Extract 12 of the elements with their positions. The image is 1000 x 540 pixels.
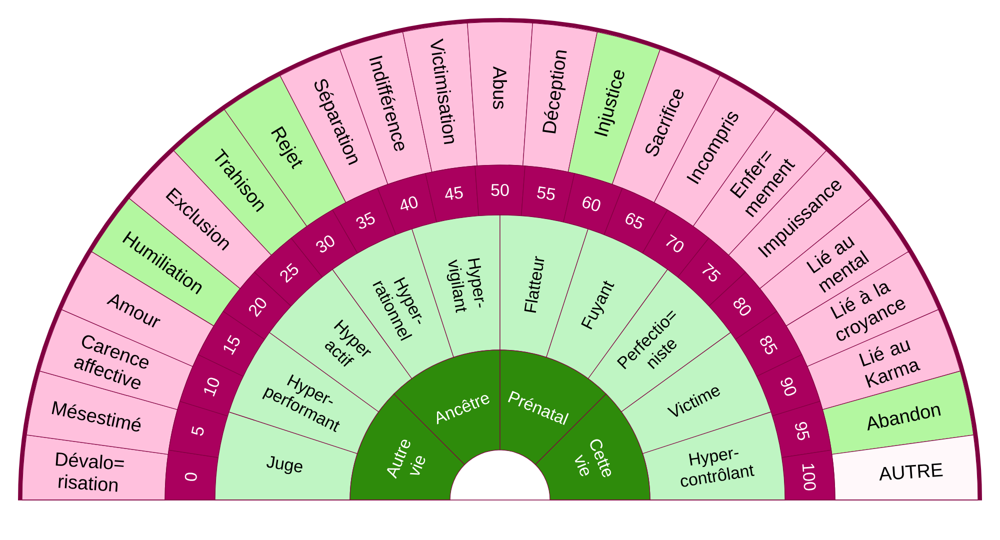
number-sector: 55 (521, 166, 575, 222)
emotion-sector: Abus (467, 22, 533, 166)
emotion-sector: Dévalo= risation (22, 434, 168, 500)
number-sector: 45 (425, 166, 480, 222)
number-sector: 10 (180, 354, 244, 416)
number-sector: 90 (756, 354, 820, 416)
number-sector: 60 (563, 173, 623, 235)
number-sector: 40 (377, 173, 437, 235)
emotion-sector: AUTRE (832, 434, 978, 500)
number-sector: 95 (772, 400, 832, 458)
number-sector: 5 (168, 400, 228, 458)
number-sector: 100 (782, 450, 836, 500)
